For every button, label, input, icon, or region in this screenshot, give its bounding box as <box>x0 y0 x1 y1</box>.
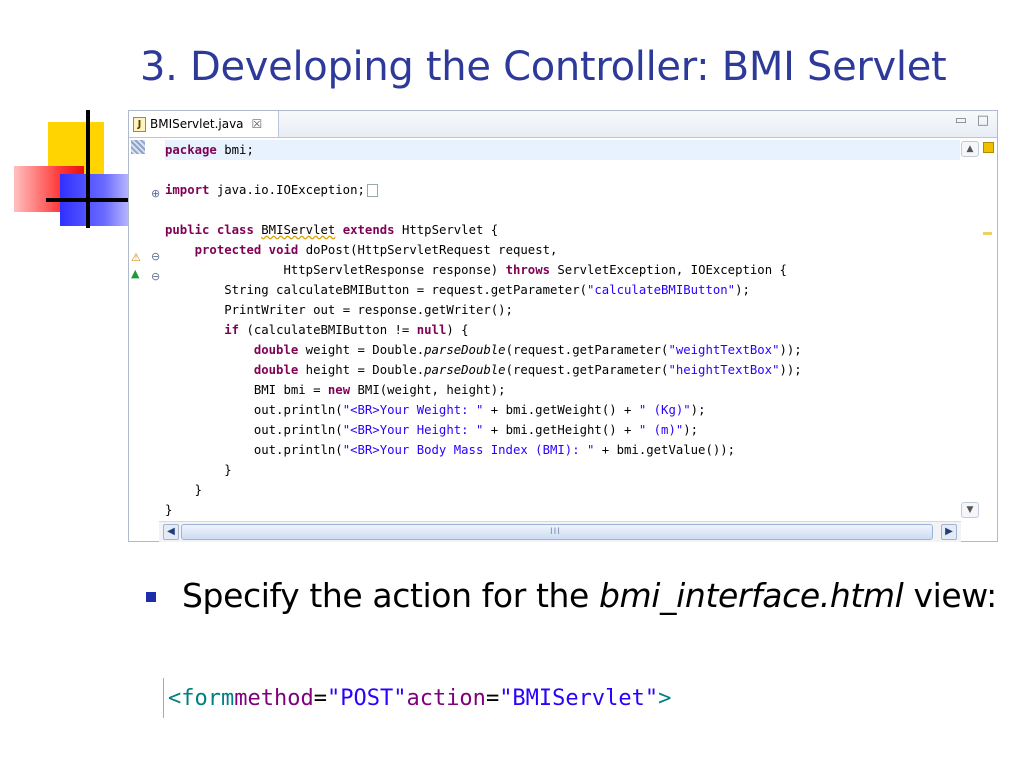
tab-label: BMIServlet.java <box>150 117 244 131</box>
code-line-15: } <box>224 463 232 477</box>
decorative-logo <box>0 104 135 234</box>
logo-horizontal-line <box>46 198 134 202</box>
code-line-17: } <box>165 503 173 517</box>
bullet-text: Specify the action for the bmi_interface… <box>182 576 997 615</box>
overview-warning-marker[interactable] <box>983 142 994 153</box>
warning-marker-icon[interactable]: ⚠ <box>131 251 141 264</box>
code-line-4: protected void doPost(HttpServletRequest… <box>194 243 558 257</box>
editor-tab-bar: J BMIServlet.java ☒ ▭ □ <box>129 111 997 138</box>
horizontal-scrollbar[interactable]: ◀ III ▶ <box>159 521 961 542</box>
code-line-3: public class BMIServlet extends HttpServ… <box>165 223 499 237</box>
maximize-icon[interactable]: □ <box>976 113 989 128</box>
collapse-fold-icon[interactable]: ⊖ <box>151 250 161 263</box>
code-line-13: out.println("<BR>Your Height: " + bmi.ge… <box>253 423 699 437</box>
code-editor[interactable]: package bmi; import java.io.IOException;… <box>165 138 960 521</box>
code-line-16: } <box>194 483 203 497</box>
scroll-grip: III <box>550 527 561 537</box>
scroll-right-icon[interactable]: ▶ <box>941 524 957 540</box>
java-file-icon: J <box>133 116 146 132</box>
code-line-10: double height = Double.parseDouble(reque… <box>253 363 802 377</box>
collapsed-imports-icon[interactable] <box>366 184 378 197</box>
vertical-scrollbar[interactable]: ▲ ▼ <box>961 138 997 521</box>
slide-title: 3. Developing the Controller: BMI Servle… <box>140 44 947 90</box>
expand-fold-icon[interactable]: ⊕ <box>151 187 161 200</box>
collapse-fold-icon[interactable]: ⊖ <box>151 270 161 283</box>
code-line-5: HttpServletResponse response) throws Ser… <box>283 263 787 277</box>
eclipse-editor-window: J BMIServlet.java ☒ ▭ □ ⊕ ⚠ ⊖ ▲ ⊖ packag… <box>128 110 998 542</box>
editor-gutter: ⊕ ⚠ ⊖ ▲ ⊖ <box>129 138 161 521</box>
code-line-8: if (calculateBMIButton != null) { <box>224 323 469 337</box>
bullet-square-icon <box>146 592 156 602</box>
horizontal-scroll-thumb[interactable]: III <box>181 524 933 540</box>
code-line-7: PrintWriter out = response.getWriter(); <box>224 303 513 317</box>
editor-tab-bmiservlet[interactable]: J BMIServlet.java ☒ <box>129 111 279 137</box>
code-line-11: BMI bmi = new BMI(weight, height); <box>253 383 506 397</box>
override-marker-icon[interactable]: ▲ <box>131 267 140 280</box>
code-line-1: package bmi; <box>165 140 960 160</box>
close-tab-icon[interactable]: ☒ <box>251 117 263 131</box>
code-line-14: out.println("<BR>Your Body Mass Index (B… <box>253 443 736 457</box>
minimize-icon[interactable]: ▭ <box>954 113 967 128</box>
scroll-down-icon[interactable]: ▼ <box>961 502 979 518</box>
scroll-up-icon[interactable]: ▲ <box>961 141 979 157</box>
gutter-ruler-icon <box>131 140 145 154</box>
form-tag-code: <form method="POST" action="BMIServlet"> <box>163 678 671 718</box>
scroll-left-icon[interactable]: ◀ <box>163 524 179 540</box>
logo-vertical-line <box>86 110 90 228</box>
overview-occurrence-marker[interactable] <box>983 232 992 235</box>
code-line-2: import java.io.IOException; <box>165 180 378 200</box>
code-line-12: out.println("<BR>Your Weight: " + bmi.ge… <box>253 403 706 417</box>
code-line-6: String calculateBMIButton = request.getP… <box>224 283 750 297</box>
code-line-9: double weight = Double.parseDouble(reque… <box>253 343 802 357</box>
